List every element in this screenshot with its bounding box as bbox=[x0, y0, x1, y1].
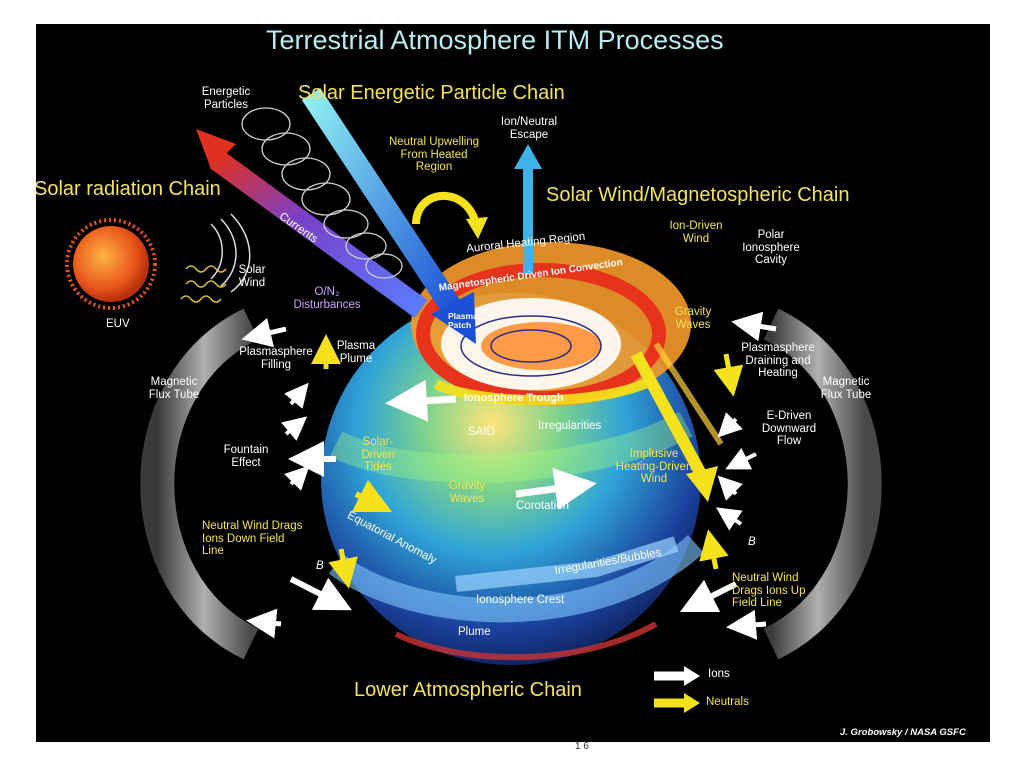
image-credit: J. Grobowsky / NASA GSFC bbox=[840, 727, 966, 738]
label-energetic-particles: Energetic Particles bbox=[201, 86, 251, 111]
chain-solar-energetic-particle: Solar Energetic Particle Chain bbox=[298, 82, 565, 104]
label-ion-neutral-escape: Ion/Neutral Escape bbox=[500, 116, 558, 141]
diagram-canvas: Terrestrial Atmosphere ITM Processes Sol… bbox=[36, 24, 990, 742]
flow-arrows bbox=[241, 311, 777, 640]
sun bbox=[65, 213, 251, 310]
energetic-particle-arrow bbox=[241, 87, 476, 344]
label-neutral-upwelling: Neutral Upwelling From Heated Region bbox=[388, 136, 480, 174]
auroral-oval bbox=[411, 242, 691, 406]
chain-lower-atmospheric: Lower Atmospheric Chain bbox=[354, 679, 582, 701]
legend-ions: Ions bbox=[708, 668, 730, 680]
label-b-right: B bbox=[748, 536, 756, 548]
neutral-upwelling-arrow bbox=[412, 191, 488, 239]
label-solar-driven-tides: Solar-Driven Tides bbox=[361, 436, 395, 474]
label-plasmasphere-filling: Plasmasphere Filling bbox=[239, 346, 313, 371]
label-irregularities: Irregularities bbox=[538, 420, 602, 432]
label-said: SAID bbox=[468, 426, 495, 438]
label-plume: Plume bbox=[458, 626, 491, 638]
escape-arrow bbox=[514, 144, 542, 274]
label-fountain-effect: Fountain Effect bbox=[223, 444, 269, 469]
solar-radiation-arrow bbox=[196, 129, 428, 318]
legend-neutrals: Neutrals bbox=[706, 696, 749, 708]
label-corotation: Corotation bbox=[516, 500, 570, 512]
label-plasmasphere-draining: Plasmasphere Draining and Heating bbox=[741, 342, 815, 380]
label-b-left: B bbox=[316, 560, 324, 572]
label-gravity-waves-top: Gravity Waves bbox=[674, 306, 712, 331]
label-neutral-wind-down: Neutral Wind Drags Ions Down Field Line bbox=[202, 520, 303, 558]
label-o-n2-disturbances: O/N₂ Disturbances bbox=[293, 286, 361, 311]
legend-arrows bbox=[654, 666, 700, 713]
page-number-fragment: 1 6 bbox=[575, 741, 589, 752]
label-ionosphere-crest: Ionosphere Crest bbox=[476, 594, 565, 606]
label-ion-driven-wind: Ion-Driven Wind bbox=[669, 220, 723, 245]
label-solar-wind: Solar Wind bbox=[238, 264, 266, 289]
label-plasma-plume: Plasma Plume bbox=[336, 340, 376, 365]
label-magnetic-flux-tube-right: Magnetic Flux Tube bbox=[820, 376, 872, 401]
label-e-driven-flow: E-Driven Downward Flow bbox=[761, 410, 817, 448]
magnetic-flux-tubes bbox=[140, 308, 882, 660]
label-euv: EUV bbox=[106, 318, 130, 330]
diagram-title: Terrestrial Atmosphere ITM Processes bbox=[266, 25, 724, 55]
chain-solar-wind-magnetospheric: Solar Wind/Magnetospheric Chain bbox=[546, 184, 850, 206]
label-polar-ionosphere-cavity: Polar Ionosphere Cavity bbox=[742, 229, 800, 267]
label-neutral-wind-up: Neutral Wind Drags Ions Up Field Line bbox=[732, 572, 806, 610]
chain-solar-radiation: Solar radiation Chain bbox=[36, 178, 221, 200]
diagram-graphics bbox=[65, 87, 882, 713]
label-gravity-waves-mid: Gravity Waves bbox=[448, 480, 486, 505]
label-ionosphere-trough: Ionosphere Trough bbox=[464, 392, 564, 404]
label-magnetic-flux-tube-left: Magnetic Flux Tube bbox=[148, 376, 200, 401]
impulsive-wind-arrows bbox=[630, 342, 724, 502]
label-plasma-patch: Plasma Patch bbox=[448, 311, 478, 331]
label-impulsive-heating: Implusive Heating-Driven Wind bbox=[615, 448, 693, 486]
